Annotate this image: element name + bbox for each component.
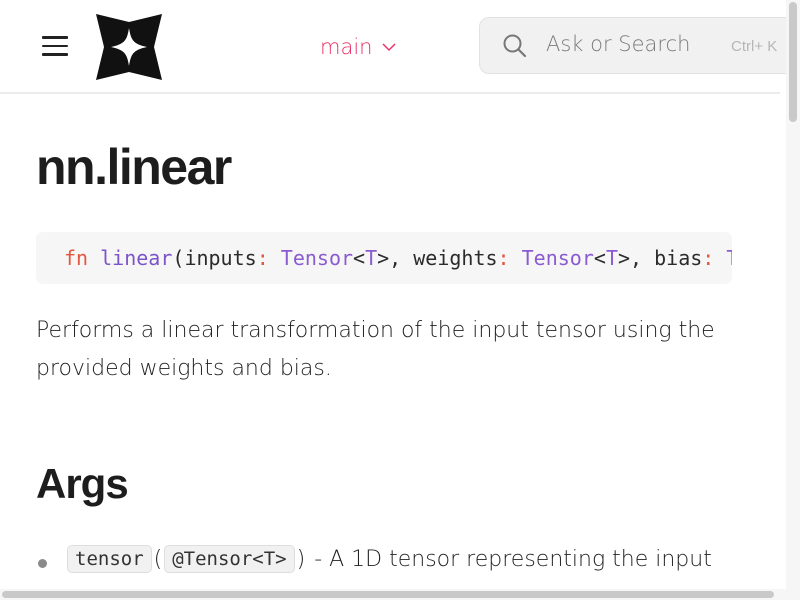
horizontal-scrollbar-thumb[interactable] — [2, 591, 774, 598]
search-shortcut-hint: Ctrl+ K — [731, 38, 778, 55]
code-colon: : — [497, 246, 510, 270]
gitbook-logo[interactable] — [93, 12, 165, 82]
code-param: inputs — [184, 246, 257, 270]
code-type: T — [605, 246, 618, 270]
arg-paren: ) — [296, 546, 306, 572]
code-type: T — [726, 246, 732, 270]
code-colon: : — [256, 246, 269, 270]
code-punct: ( — [172, 246, 185, 270]
horizontal-scrollbar[interactable] — [0, 589, 786, 600]
code-punct: < — [593, 246, 606, 270]
code-function-name: linear — [100, 246, 173, 270]
code-type: Tensor — [280, 246, 354, 270]
hamburger-menu-icon[interactable] — [42, 36, 68, 56]
page-title: nn.linear — [36, 139, 232, 195]
vertical-scrollbar[interactable] — [786, 0, 800, 600]
code-type: Tensor — [521, 246, 594, 270]
search-box[interactable]: Ask or Search Ctrl+ K — [479, 17, 800, 74]
function-signature-code-block: fn linear(inputs: Tensor<T>, weights: Te… — [36, 232, 732, 284]
search-icon — [503, 34, 527, 58]
bullet — [38, 559, 47, 568]
args-heading: Args — [36, 460, 129, 507]
arg-paren: ( — [153, 546, 163, 572]
chevron-down-icon — [382, 42, 397, 51]
search-input[interactable]: Ask or Search — [546, 32, 691, 56]
code-punct: >, — [617, 246, 643, 270]
code-keyword: fn — [64, 246, 89, 270]
top-bar: main Ask or Search Ctrl+ K — [0, 0, 800, 94]
code-punct: < — [353, 246, 366, 270]
code-punct: >, — [377, 246, 402, 270]
code-type: T — [365, 246, 378, 270]
arg-description: - A 1D tensor representing the input — [307, 546, 712, 572]
description-paragraph: Performs a linear transformation of the … — [36, 318, 715, 381]
branch-selector[interactable]: main — [320, 33, 397, 61]
code-param: bias — [642, 246, 703, 270]
arg-type-code: @Tensor<T> — [164, 545, 295, 573]
arg-name-code: tensor — [67, 545, 152, 573]
branch-label: main — [320, 35, 373, 59]
code-param: weights — [401, 246, 498, 270]
code-colon: : — [702, 246, 715, 270]
vertical-scrollbar-thumb[interactable] — [789, 2, 797, 122]
